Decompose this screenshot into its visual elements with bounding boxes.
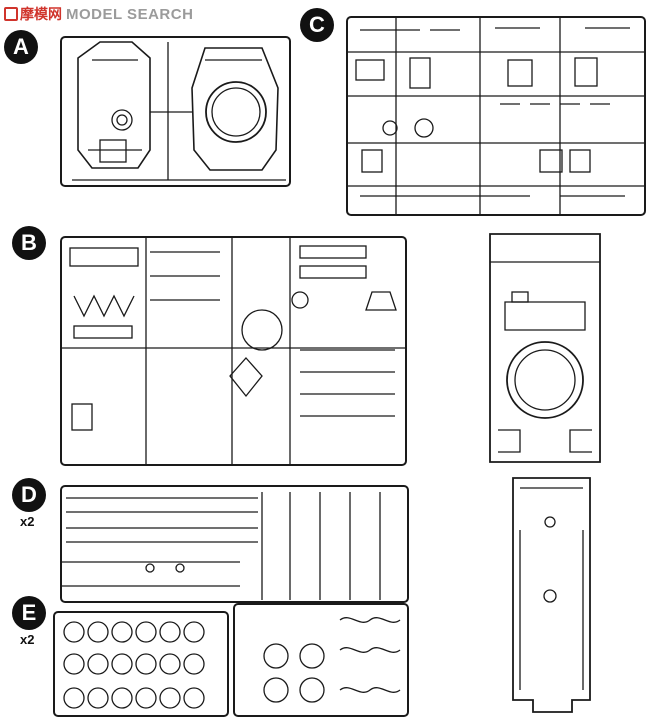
sprue-letter-d: D (21, 482, 37, 507)
watermark-logo-icon (4, 7, 18, 21)
sprue-letter-c: C (309, 12, 325, 37)
sprue-letter-a: A (13, 34, 29, 59)
sprue-c-frame (346, 16, 646, 216)
sprue-label-e: E (12, 596, 46, 630)
road-wheels-row-2 (63, 653, 205, 675)
watermark-text: MODEL SEARCH (66, 5, 194, 23)
sprue-d-multiplier: x2 (20, 514, 35, 529)
road-wheels-row-3 (63, 687, 205, 709)
watermark: 摩模网 MODEL SEARCH (4, 4, 193, 24)
sprue-running-gear (233, 603, 409, 717)
sprue-label-d: D (12, 478, 46, 512)
hull-top-view (489, 233, 601, 463)
sprue-a-frame (60, 36, 291, 187)
watermark-logo-text: 摩模网 (20, 6, 62, 22)
sprue-e-multiplier: x2 (20, 632, 35, 647)
sprue-label-c: C (300, 8, 334, 42)
sprue-b-frame (60, 236, 407, 466)
sprue-letter-e: E (21, 600, 37, 625)
road-wheels-row-1 (63, 621, 205, 643)
sprue-d-frame (60, 485, 409, 603)
hull-bottom-view (512, 477, 591, 713)
watermark-logo: 摩模网 (4, 4, 62, 24)
sprue-label-b: B (12, 226, 46, 260)
sprue-letter-b: B (21, 230, 37, 255)
sprue-label-a: A (4, 30, 38, 64)
sprue-e-frame (53, 611, 229, 717)
